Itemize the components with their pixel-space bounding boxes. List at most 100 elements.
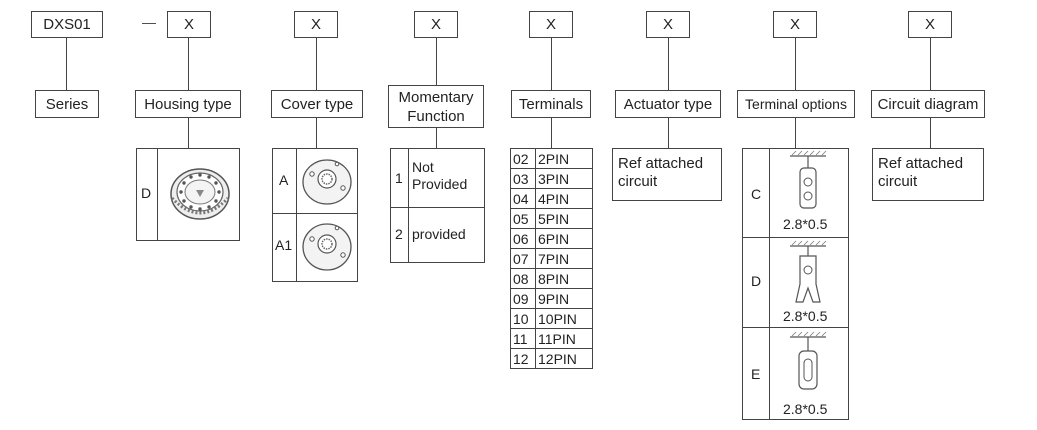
momentary-placeholder-box: X [414, 11, 458, 38]
terminal-option-size: 2.8*0.5 [783, 401, 828, 417]
connector [188, 118, 189, 148]
terminal-option-code: D [751, 273, 762, 289]
terminal-text: 10PIN [535, 308, 593, 329]
terminal-text: 5PIN [535, 208, 593, 229]
cover-label-box: Cover type [271, 90, 363, 118]
terminal-text: 4PIN [535, 188, 593, 209]
actuator-placeholder-box: X [646, 11, 690, 38]
terminal-e-image [790, 331, 827, 390]
terminal-c-image [790, 150, 827, 209]
placeholder-x: X [789, 16, 800, 33]
divider [769, 148, 770, 420]
terminal-option-code: C [751, 186, 762, 202]
series-label-box: Series [35, 90, 99, 118]
terminal-code: 05 [510, 208, 536, 229]
housing-option-code: D [141, 185, 152, 201]
terminal-code: 08 [510, 268, 536, 289]
circuit-label: Circuit diagram [877, 95, 979, 113]
terminals-placeholder-box: X [529, 11, 573, 38]
housing-placeholder-box: X [167, 11, 211, 38]
divider [157, 148, 158, 241]
divider [296, 148, 297, 282]
connector [316, 118, 317, 148]
housing-label-box: Housing type [135, 90, 241, 118]
terminal-text: 7PIN [535, 248, 593, 269]
terminal-code: 04 [510, 188, 536, 209]
circuit-placeholder-box: X [908, 11, 952, 38]
divider [390, 207, 485, 208]
actuator-label: Actuator type [623, 95, 713, 113]
placeholder-x: X [662, 16, 673, 33]
connector [436, 38, 437, 85]
circuit-label-box: Circuit diagram [871, 90, 985, 118]
actuator-note: Ref attached circuit [618, 155, 704, 190]
terminal-text: 8PIN [535, 268, 593, 289]
circuit-note: Ref attached circuit [878, 155, 964, 190]
connector [795, 38, 796, 90]
cover-option-code: A [279, 172, 289, 188]
cover-label: Cover type [280, 95, 354, 113]
connector [316, 38, 317, 90]
connector [795, 118, 796, 148]
terminal-code: 12 [510, 348, 536, 369]
terminal-text: 6PIN [535, 228, 593, 249]
actuator-note-box: Ref attached circuit [612, 148, 722, 201]
terminal-code: 06 [510, 228, 536, 249]
terminal-options-label-box: Terminal options [737, 90, 855, 118]
series-code-box: DXS01 [31, 11, 103, 38]
momentary-option-text: provided [412, 226, 466, 242]
terminal-text: 12PIN [535, 348, 593, 369]
separator-dash: — [142, 14, 156, 30]
terminal-code: 03 [510, 168, 536, 189]
terminal-option-code: E [751, 366, 761, 382]
terminal-options-label: Terminal options [745, 95, 847, 112]
momentary-option-code: 2 [395, 226, 403, 242]
cover-option-code: A1 [275, 237, 293, 253]
cover-a-image [302, 159, 352, 205]
terminal-option-size: 2.8*0.5 [783, 216, 828, 232]
momentary-label: Momentary Function [398, 88, 474, 125]
divider [272, 213, 358, 214]
terminal-text: 3PIN [535, 168, 593, 189]
divider [742, 237, 849, 238]
series-label: Series [45, 95, 89, 113]
terminal-text: 2PIN [535, 148, 593, 169]
terminal-code: 09 [510, 288, 536, 309]
terminal-options-placeholder-box: X [773, 11, 817, 38]
connector [436, 128, 437, 148]
terminal-options-box [742, 148, 849, 420]
terminal-code: 07 [510, 248, 536, 269]
terminals-label-box: Terminals [511, 90, 591, 118]
terminal-option-size: 2.8*0.5 [783, 308, 828, 324]
terminal-code: 11 [510, 328, 536, 349]
cover-placeholder-box: X [294, 11, 338, 38]
placeholder-x: X [310, 16, 321, 33]
placeholder-x: X [183, 16, 194, 33]
connector [668, 38, 669, 90]
placeholder-x: X [430, 16, 441, 33]
divider [408, 148, 409, 263]
connector [551, 118, 552, 148]
housing-label: Housing type [144, 95, 232, 113]
terminal-text: 11PIN [535, 328, 593, 349]
terminal-code: 10 [510, 308, 536, 329]
connector [668, 118, 669, 148]
momentary-option-code: 1 [395, 170, 403, 186]
placeholder-x: X [924, 16, 935, 33]
placeholder-x: X [545, 16, 556, 33]
connector [930, 118, 931, 148]
terminal-code: 02 [510, 148, 536, 169]
terminal-text: 9PIN [535, 288, 593, 309]
